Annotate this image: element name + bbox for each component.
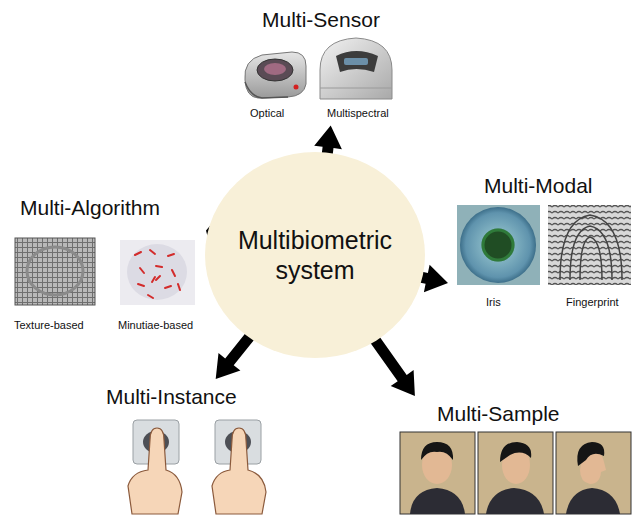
- text-holder: Fingerprint: [566, 292, 619, 310]
- fingerprint-image: [548, 205, 631, 285]
- multispectral-sensor: [320, 38, 392, 99]
- text-holder: Multi-Instance: [106, 385, 237, 409]
- image-caption: Iris: [486, 296, 501, 309]
- face-photos: [400, 432, 631, 514]
- text-holder: Multispectral: [327, 103, 389, 121]
- category-heading: Multi-Instance: [106, 385, 237, 409]
- category-group: Multi-Instance: [100, 383, 278, 514]
- text-holder: Optical: [250, 103, 284, 121]
- iris-image: [457, 205, 540, 285]
- text-holder: Iris: [486, 292, 501, 310]
- image-caption: Minutiae-based: [118, 319, 193, 332]
- category-heading: Multi-Sensor: [262, 8, 380, 32]
- category-group: Multi-SensorOptical Multispectral: [235, 8, 400, 122]
- center-label: Multibiometric system: [230, 225, 400, 285]
- category-heading: Multi-Sample: [437, 402, 560, 426]
- ellipse-shape: [205, 152, 425, 358]
- text-holder: Multi-Sensor: [262, 8, 380, 32]
- category-group: Multi-ModalIris Fingerprint: [452, 172, 634, 311]
- text-holder: Texture-based: [14, 315, 84, 333]
- text-holder: Multi-Sample: [437, 402, 560, 426]
- category-group: Multi-Sample: [396, 400, 632, 514]
- central-ellipse: Multibiometric system: [205, 152, 425, 358]
- texture-image: [15, 238, 95, 305]
- image-caption: Fingerprint: [566, 296, 619, 309]
- ellipse-outline: [205, 152, 425, 358]
- image-caption: Optical: [250, 107, 284, 120]
- image-caption: Texture-based: [14, 319, 84, 332]
- category-heading: Multi-Algorithm: [20, 196, 160, 220]
- text-holder: Minutiae-based: [118, 315, 193, 333]
- minutiae-image: [120, 240, 195, 305]
- image-caption: Multispectral: [327, 107, 389, 120]
- text-holder: Multi-Algorithm: [20, 196, 160, 220]
- text-holder: Multi-Modal: [484, 174, 593, 198]
- category-heading: Multi-Modal: [484, 174, 593, 198]
- optical-sensor: [245, 52, 306, 98]
- finger-scanners: [128, 420, 266, 514]
- category-group: Multi-AlgorithmTexture-based Minutiae-bas…: [10, 196, 202, 334]
